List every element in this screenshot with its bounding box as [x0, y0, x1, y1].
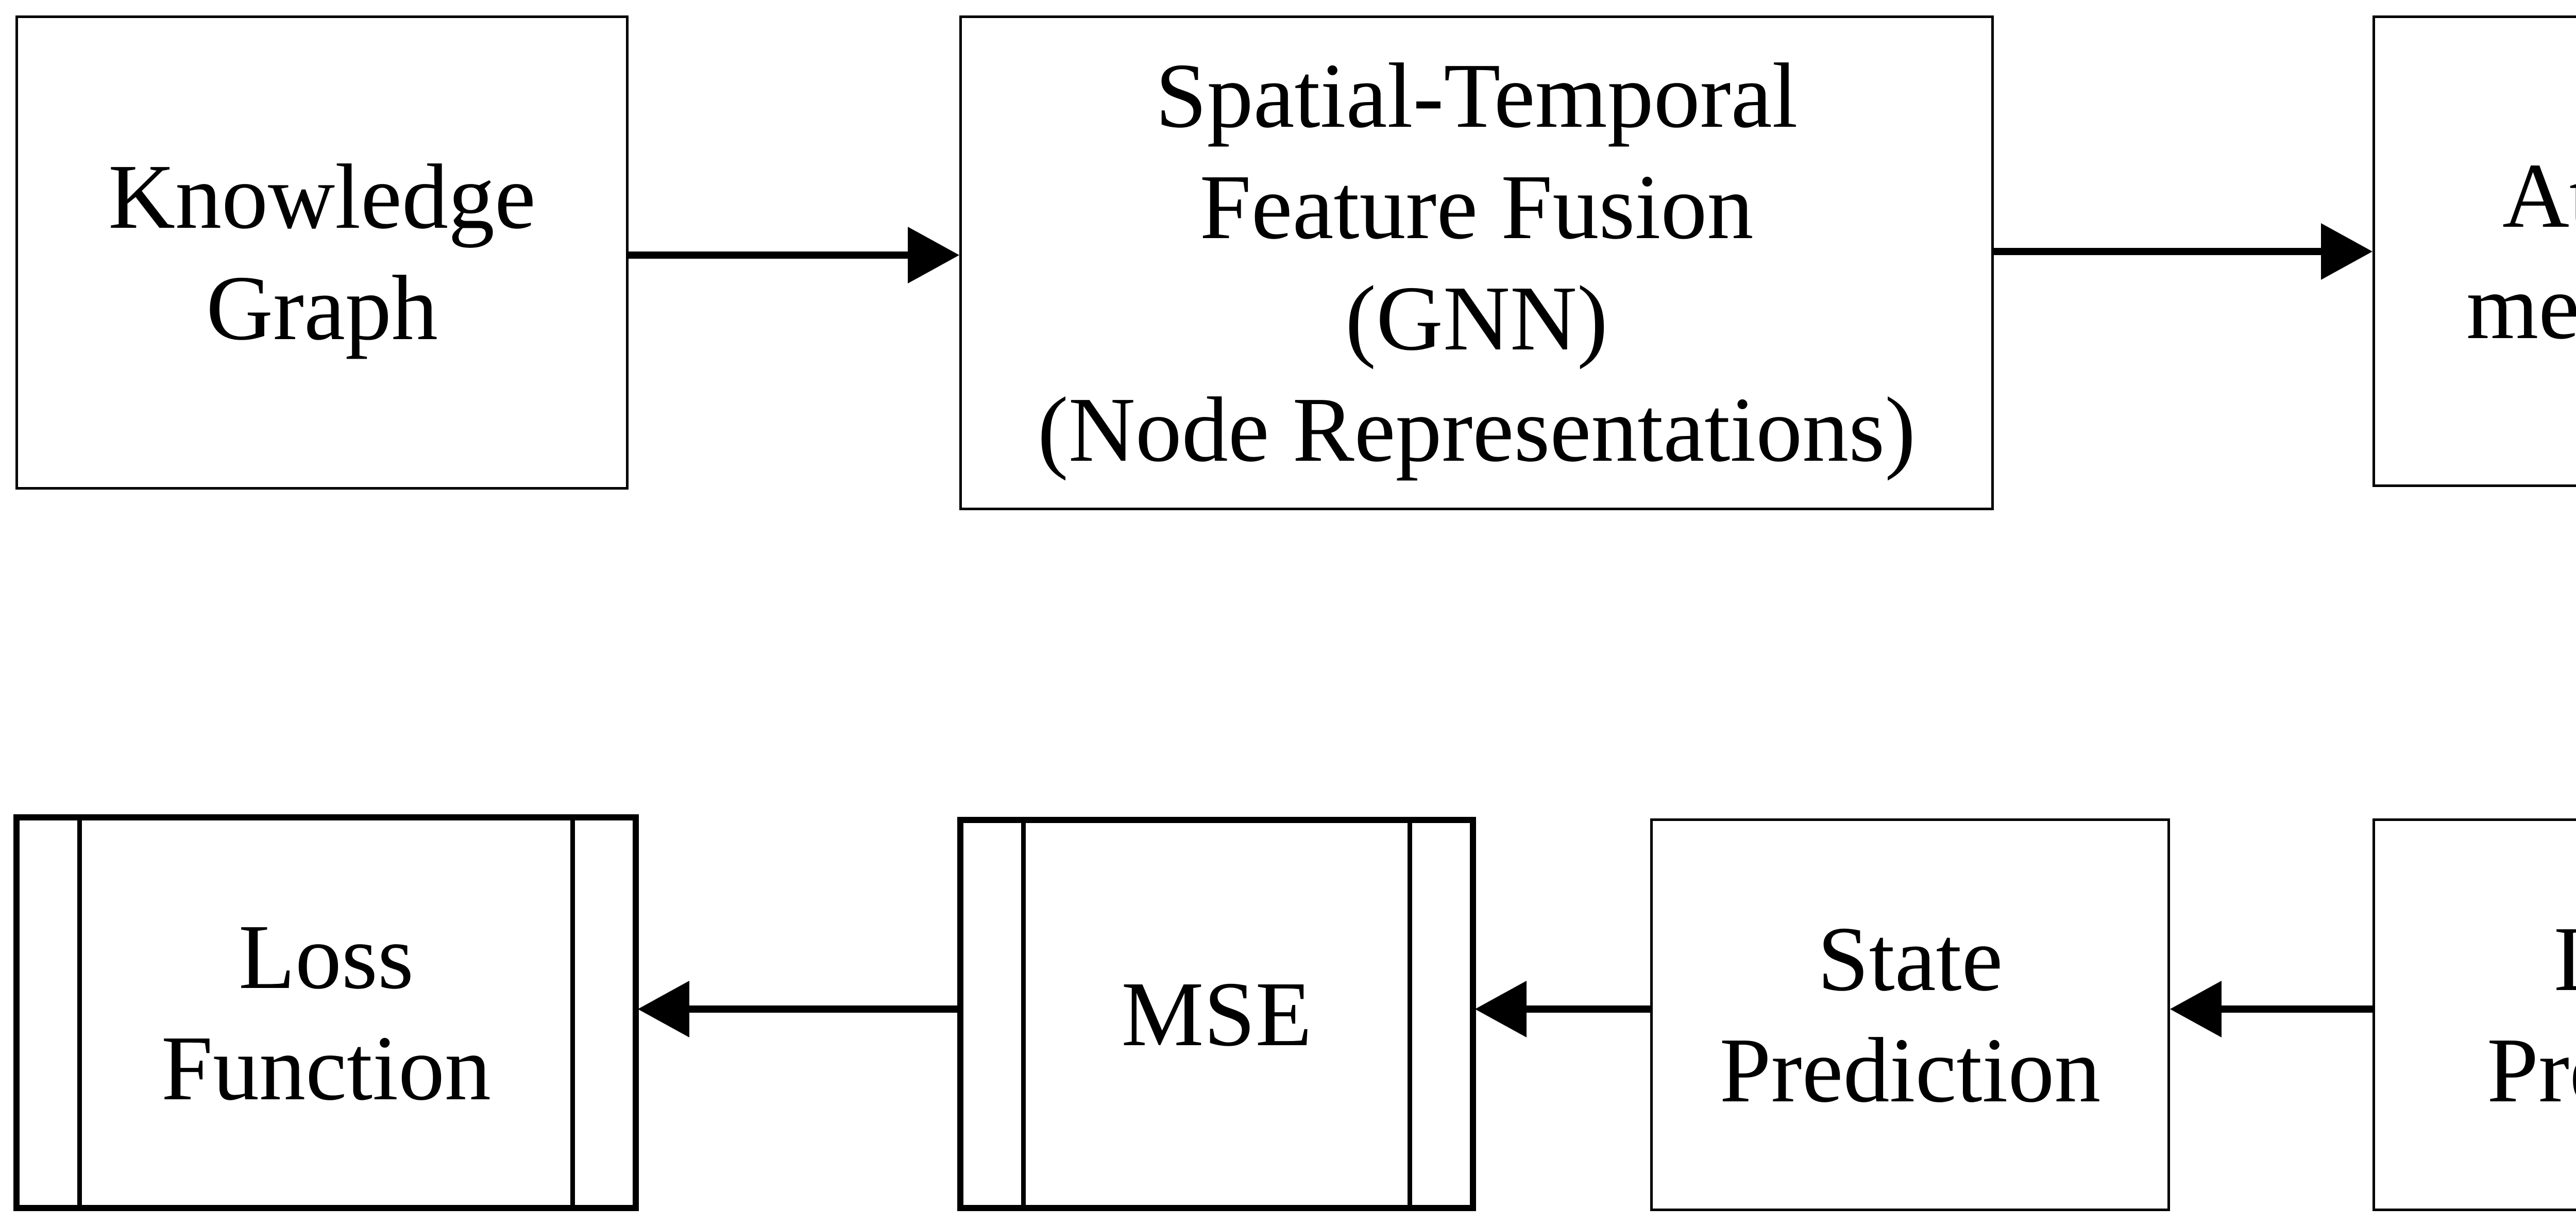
node-attention-mechanism: Attention mechanism	[2372, 15, 2576, 487]
arrowhead-left-icon	[2170, 981, 2222, 1037]
node-mse-label: MSE	[1121, 959, 1312, 1070]
node-lstm-prediction-label: LSTM Prediction	[2487, 903, 2576, 1126]
arrow-shaft	[629, 251, 909, 259]
arrowhead-right-icon	[908, 227, 959, 283]
label-line: Loss	[238, 906, 414, 1008]
label-line: Feature Fusion	[1199, 156, 1754, 258]
predefined-process-bar	[1408, 823, 1412, 1205]
arrowhead-right-icon	[2321, 223, 2372, 280]
label-line: Prediction	[2487, 1019, 2576, 1121]
node-lstm-prediction: LSTM Prediction	[2372, 818, 2576, 1211]
arrow-shaft	[688, 1005, 958, 1013]
arrow-shaft	[1993, 248, 2323, 255]
label-line: Knowledge	[108, 145, 536, 248]
node-loss-function: Loss Function	[13, 814, 639, 1211]
label-line: Function	[161, 1017, 492, 1119]
label-line: Prediction	[1719, 1019, 2101, 1121]
label-line: Graph	[206, 257, 438, 359]
node-knowledge-graph-label: Knowledge Graph	[108, 141, 536, 364]
node-knowledge-graph: Knowledge Graph	[15, 15, 629, 490]
predefined-process-bar	[1021, 823, 1026, 1205]
arrow-shaft	[2221, 1005, 2374, 1013]
label-line: (Node Representations)	[1037, 378, 1916, 481]
node-state-prediction-label: State Prediction	[1720, 903, 2101, 1126]
label-line: Spatial-Temporal	[1155, 44, 1798, 147]
label-line: Attention	[2502, 144, 2576, 247]
node-mse: MSE	[957, 817, 1476, 1211]
label-line: (GNN)	[1345, 267, 1608, 370]
arrowhead-left-icon	[638, 981, 689, 1037]
label-line: State	[1817, 908, 2003, 1010]
node-spatial-temporal-feature-fusion: Spatial-Temporal Feature Fusion (GNN) (N…	[959, 15, 1994, 510]
arrow-shaft	[1526, 1005, 1651, 1013]
node-state-prediction: State Prediction	[1650, 818, 2170, 1211]
arrowhead-left-icon	[1475, 981, 1527, 1037]
node-loss-function-label: Loss Function	[161, 901, 491, 1124]
node-attention-mechanism-label: Attention mechanism	[2466, 140, 2576, 363]
node-spatial-temporal-feature-fusion-label: Spatial-Temporal Feature Fusion (GNN) (N…	[1038, 40, 1916, 485]
label-line: LSTM	[2487, 903, 2576, 1015]
predefined-process-bar	[77, 820, 82, 1205]
label-line: mechanism	[2466, 255, 2576, 358]
predefined-process-bar	[570, 820, 575, 1205]
label-line: MSE	[1121, 962, 1312, 1065]
